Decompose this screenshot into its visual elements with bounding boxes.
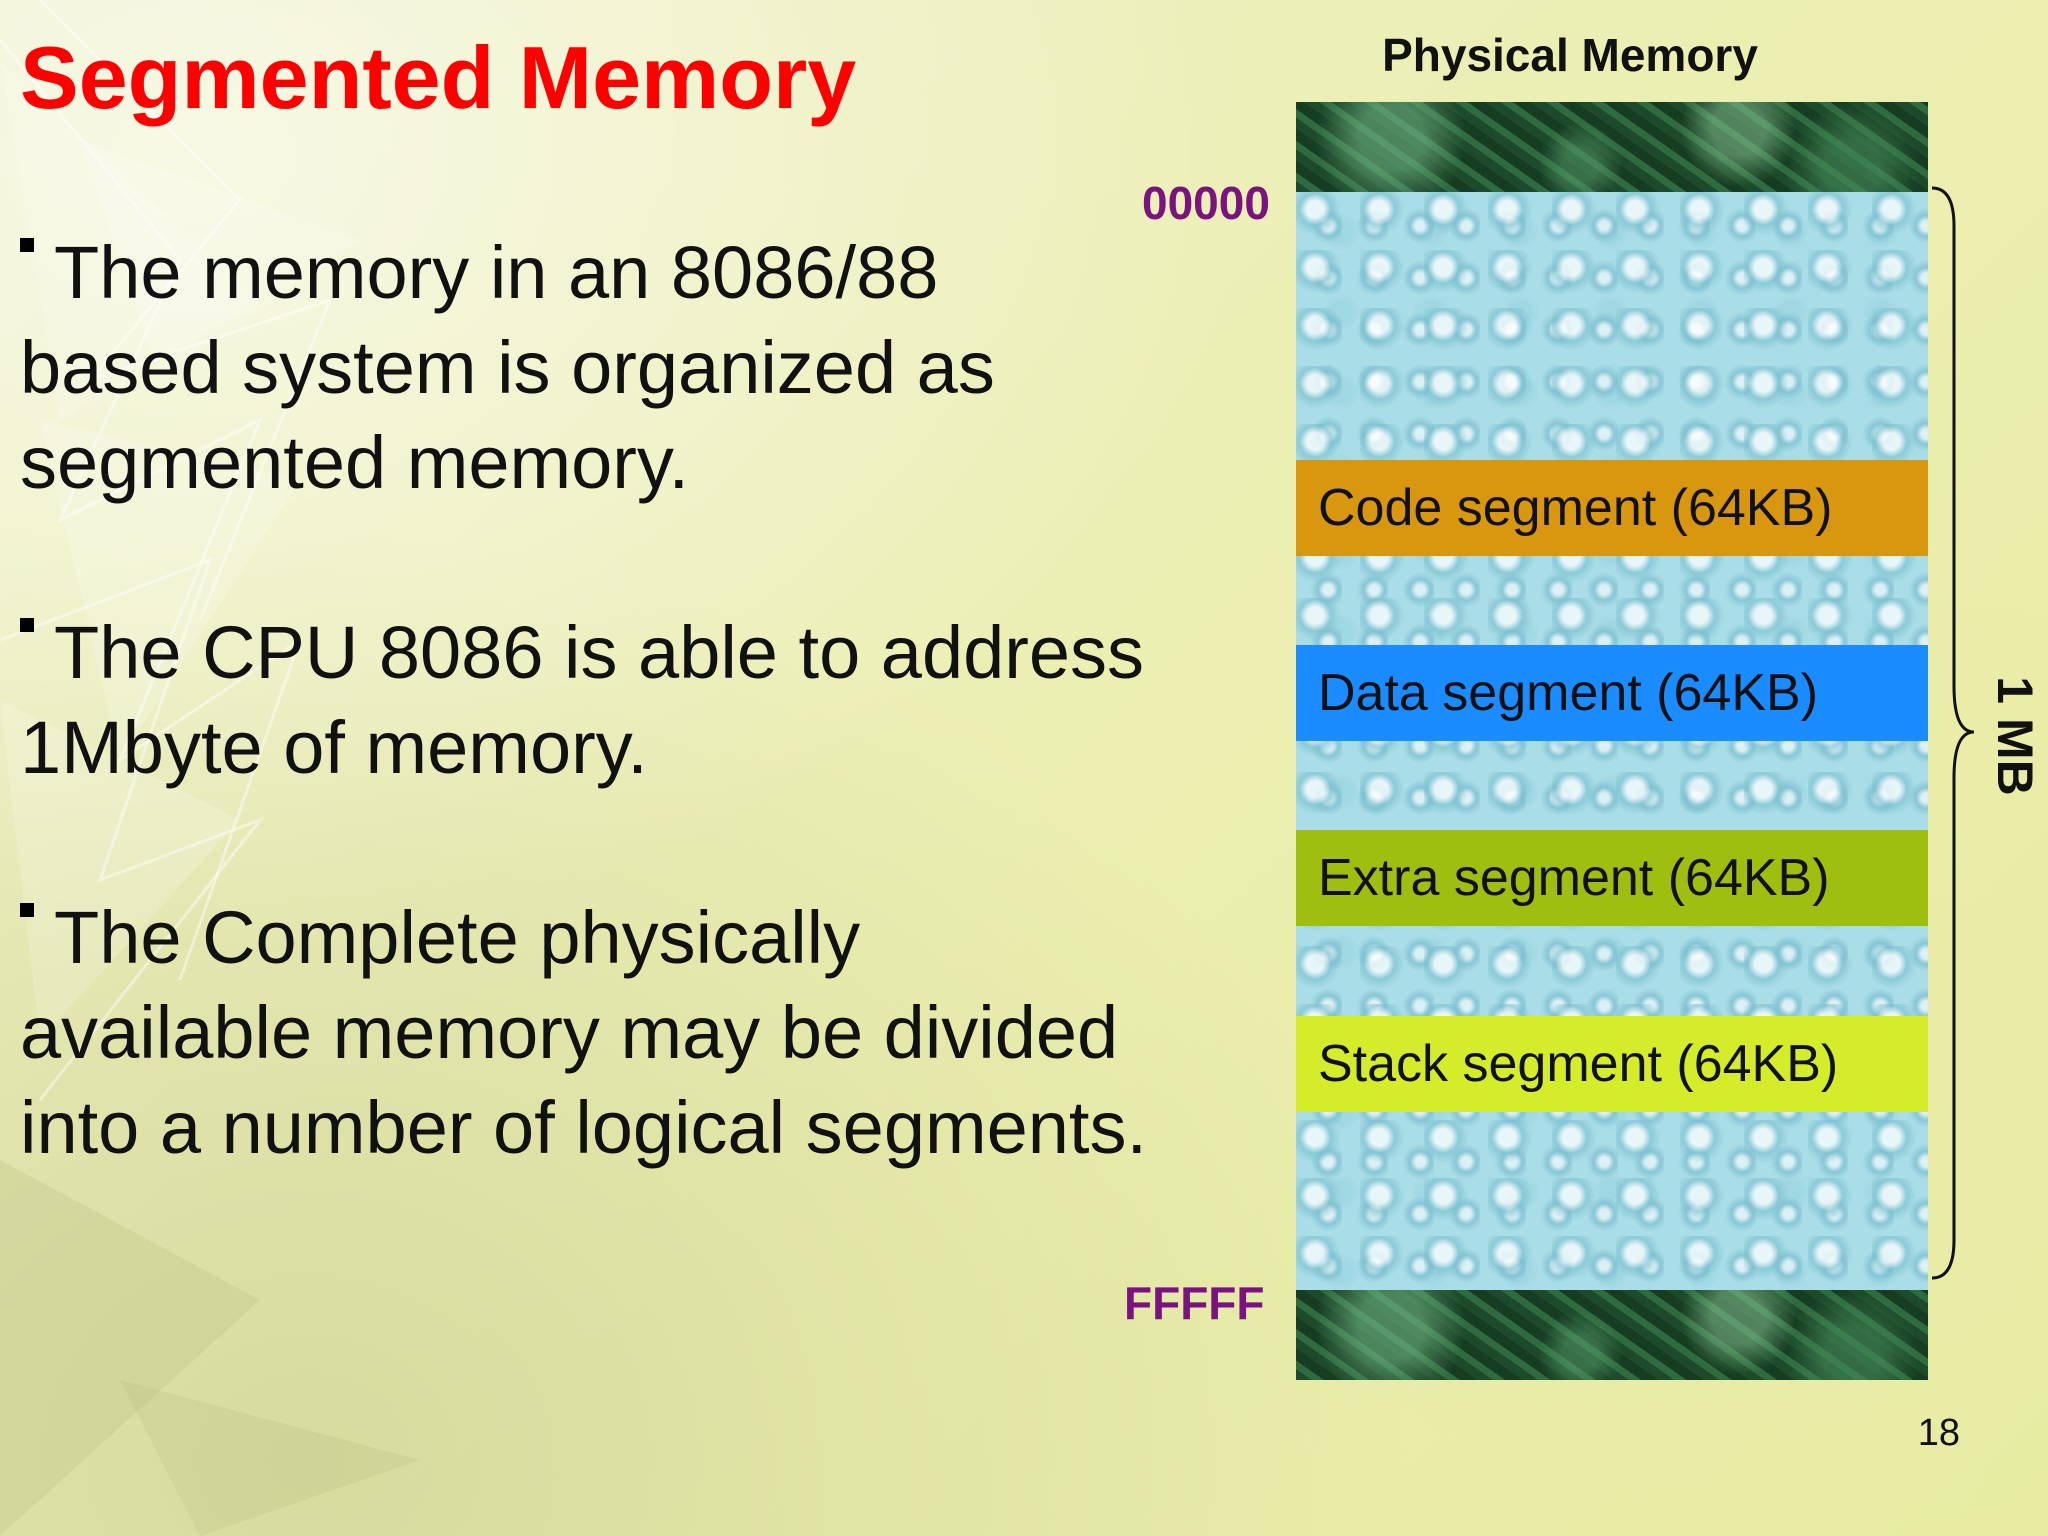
- bullet-item: The CPU 8086 is able to address 1Mbyte o…: [20, 605, 1150, 795]
- diagram-title: Physical Memory: [1382, 29, 1758, 81]
- bullet-text: The memory in an 8086/88 based system is…: [20, 231, 995, 504]
- stack-segment: Stack segment (64KB): [1296, 1016, 1928, 1112]
- bullet-item: The Complete physically available memory…: [20, 890, 1150, 1175]
- bullet-item: The memory in an 8086/88 based system is…: [20, 225, 1150, 510]
- memory-bottom-boundary: [1296, 1290, 1928, 1380]
- bullet-text: The Complete physically available memory…: [20, 896, 1148, 1169]
- physical-memory-column: Code segment (64KB) Data segment (64KB) …: [1296, 102, 1928, 1380]
- slide-title: Segmented Memory: [20, 28, 857, 127]
- square-bullet-icon: [20, 903, 34, 917]
- extra-segment: Extra segment (64KB): [1296, 830, 1928, 926]
- memory-address-space: [1296, 192, 1928, 1290]
- data-segment: Data segment (64KB): [1296, 645, 1928, 741]
- memory-top-boundary: [1296, 102, 1928, 192]
- bullet-text: The CPU 8086 is able to address 1Mbyte o…: [20, 611, 1145, 789]
- size-brace-icon: [1931, 186, 1975, 1280]
- page-number: 18: [1917, 1412, 1960, 1454]
- square-bullet-icon: [20, 618, 34, 632]
- square-bullet-icon: [20, 238, 34, 252]
- code-segment: Code segment (64KB): [1296, 460, 1928, 556]
- bullet-list: The memory in an 8086/88 based system is…: [20, 225, 1150, 1270]
- end-address-label: FFFFF: [1124, 1277, 1265, 1329]
- start-address-label: 00000: [1142, 177, 1270, 229]
- total-size-label: 1 MB: [1987, 676, 2043, 796]
